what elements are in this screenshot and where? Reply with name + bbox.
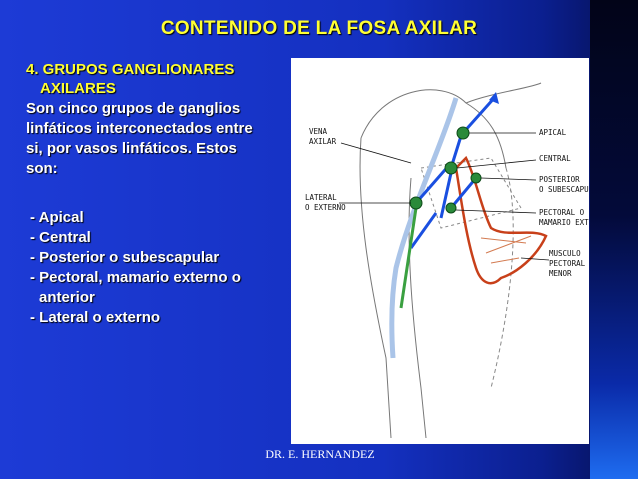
lymph-vessel-pectoral [449,177,478,209]
label-lateral-2: O EXTERNO [305,203,346,212]
section-heading-line-2: AXILARES [40,80,116,97]
axillary-vein [389,97,459,359]
leader-line-pectoral [455,209,537,214]
chest-outline [490,167,514,389]
group-item-posterior: - Posterior o subescapular [30,249,220,266]
lymph-node-apical [456,126,470,140]
label-pectoral-2: MAMARIO EXT. [539,218,589,227]
leader-line-musculo [520,257,550,261]
lymph-node-posterior [470,172,482,184]
leader-line-central [456,159,537,169]
intro-line: si, por vasos linfáticos. Estos [26,140,237,157]
lymph-vessel-apical [461,95,498,134]
axillary-diagram: VENA AXILAR LATERAL O EXTERNO APICAL CEN… [291,58,589,444]
label-musculo-3: MENOR [549,269,572,278]
group-item-apical: - Apical [30,209,84,226]
lymph-vessel-arm [409,212,438,249]
arm-outline-outer [359,137,392,439]
neck-outline [465,82,542,104]
label-vena-1: VENA [309,127,328,136]
lymph-node-pectoral [445,202,457,214]
label-musculo-1: MUSCULO [549,249,581,258]
lymph-vessel-arrowhead [489,92,499,104]
lymph-vessel-green [399,207,418,309]
pectoralis-minor-muscle [454,155,548,285]
shoulder-outline [360,89,507,169]
group-item-central: - Central [30,229,91,246]
intro-line: son: [26,160,58,177]
group-item-lateral: - Lateral o externo [30,309,161,326]
lymph-vessel-posterior [439,172,453,219]
slide-title: CONTENIDO DE LA FOSA AXILAR [160,18,478,39]
lymph-node-central [444,161,458,175]
lymph-node-lateral [409,196,423,210]
label-pectoral-1: PECTORAL O [539,208,585,217]
group-item-pectoral-line-2: anterior [39,289,95,306]
section-heading-line-1: 4. GRUPOS GANGLIONARES [26,61,235,78]
footer-author: DR. E. HERNANDEZ [265,447,375,461]
intro-line: Son cinco grupos de ganglios [26,100,241,117]
label-apical: APICAL [539,128,567,137]
label-central: CENTRAL [539,154,571,163]
pectoralis-minor-fibers [480,235,532,264]
leader-line-posterior [480,177,537,181]
label-vena-2: AXILAR [309,137,337,146]
lymph-node-group-list: - Apical - Central - Posterior o subesca… [30,208,300,328]
decorative-right-stripe [590,0,638,479]
leader-line-vena [340,142,412,164]
label-posterior-1: POSTERIOR [539,175,580,184]
group-item-pectoral-line-1: - Pectoral, mamario externo o [30,269,241,286]
group-item-pectoral: - Pectoral, mamario externo o anterior [30,268,300,308]
label-posterior-2: O SUBESCAPULAR [539,185,589,194]
section-heading: 4. GRUPOS GANGLIONARES AXILARES [26,60,296,98]
intro-paragraph: Son cinco grupos de ganglios linfáticos … [26,99,301,179]
intro-line: linfáticos interconectados entre [26,120,253,137]
label-lateral-1: LATERAL [305,193,337,202]
axillary-diagram-drawing: VENA AXILAR LATERAL O EXTERNO APICAL CEN… [305,82,589,439]
label-musculo-2: PECTORAL [549,259,586,268]
